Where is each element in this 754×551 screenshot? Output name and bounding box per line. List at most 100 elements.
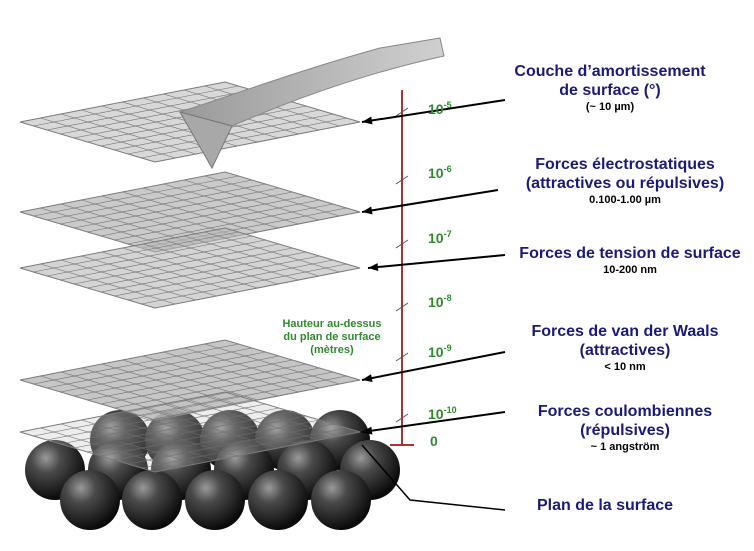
axis-tick-label: 10-5 xyxy=(428,100,452,117)
axis-tick-label: 0 xyxy=(430,432,438,449)
grid-line xyxy=(141,427,347,469)
grid-line xyxy=(127,203,334,245)
axis-tick-label: 10-7 xyxy=(428,229,452,246)
grid-line xyxy=(87,191,293,233)
tick-exponent: -5 xyxy=(443,100,452,110)
tick-exponent: -8 xyxy=(443,293,452,303)
grid-line xyxy=(114,255,320,297)
grid-line xyxy=(183,179,320,221)
grid-line xyxy=(142,187,279,229)
layer-title-line: de surface (°) xyxy=(559,82,661,99)
pointer-arrow xyxy=(367,254,506,272)
axis-tick-label: 10-6 xyxy=(428,164,452,181)
layer-range: < 10 nm xyxy=(604,361,646,373)
axis-tick xyxy=(395,413,409,423)
axis-title-line: (mètres) xyxy=(310,344,354,356)
tick-base: 10 xyxy=(428,344,444,360)
grid-line xyxy=(114,419,320,461)
layer-title-line: (attractives ou répulsives) xyxy=(525,175,725,192)
axis-title-line: du plan de surface xyxy=(283,331,381,343)
grid-line xyxy=(100,415,307,457)
grid-line xyxy=(127,371,334,413)
grid-line xyxy=(204,343,340,385)
arrow-shaft xyxy=(361,99,506,123)
tick-exponent: -10 xyxy=(443,405,457,415)
layer-label-electrostatic: Forces électrostatiques (attractives ou … xyxy=(505,155,745,206)
arrow-shaft xyxy=(361,351,506,381)
grid-line xyxy=(163,183,299,225)
grid-line xyxy=(142,243,279,285)
grid-line xyxy=(183,347,320,389)
atom-sphere xyxy=(185,470,245,530)
surface-connector xyxy=(361,444,506,511)
pointer-arrow xyxy=(361,351,506,383)
arrow-shaft xyxy=(361,411,506,433)
grid-line xyxy=(183,399,320,441)
grid-line xyxy=(163,403,299,445)
layer-label-damping: Couche d’amortissement de surface (°) (~… xyxy=(505,62,715,113)
arrow-head xyxy=(362,374,373,383)
grid-line xyxy=(100,195,307,237)
axis-tick xyxy=(395,302,409,312)
arrow-head xyxy=(362,426,373,435)
axis-tick xyxy=(395,107,409,117)
grid-line xyxy=(141,263,347,305)
height-axis xyxy=(390,90,414,446)
layer-title-line: Couche d’amortissement xyxy=(514,63,706,80)
arrow-head xyxy=(362,116,373,125)
grid-line xyxy=(142,407,279,449)
grid-line xyxy=(127,259,334,301)
tick-base: 10 xyxy=(428,101,444,117)
layer-label-coulomb: Forces coulombiennes (répulsives) ~ 1 an… xyxy=(510,402,740,453)
tick-exponent: -6 xyxy=(443,164,452,174)
pointer-arrows xyxy=(361,99,506,511)
arrow-shaft xyxy=(361,189,499,213)
atom-sphere xyxy=(60,470,120,530)
layer-title-line: Forces électrostatiques xyxy=(535,156,715,173)
surface-plane-label: Plan de la surface xyxy=(536,497,674,514)
layer-title-line: Forces de van der Waals xyxy=(531,323,719,340)
afm-cantilever xyxy=(178,37,445,170)
layer-label-surface-tension: Forces de tension de surface 10-200 nm xyxy=(510,244,750,276)
plane-van-der-waals xyxy=(19,339,361,421)
layer-range: 10-200 nm xyxy=(603,264,657,276)
axis-title-line: Hauteur au-dessus xyxy=(282,318,382,330)
grid-line xyxy=(87,359,293,401)
grid-line xyxy=(163,351,299,393)
layer-title-line: (attractives) xyxy=(579,342,671,359)
tick-exponent: -7 xyxy=(443,229,452,239)
grid-line xyxy=(141,117,347,159)
force-planes xyxy=(19,81,361,473)
grid-line xyxy=(127,113,334,155)
arrow-head xyxy=(362,206,373,215)
axis-tick xyxy=(395,239,409,249)
tick-base: 0 xyxy=(430,433,438,449)
tick-base: 10 xyxy=(428,294,444,310)
plane-coulomb xyxy=(19,391,361,473)
layer-title-line: Forces de tension de surface xyxy=(519,245,741,262)
grid-line xyxy=(183,235,320,277)
atom-sphere xyxy=(248,470,308,530)
grid-line xyxy=(163,239,299,281)
pointer-arrow xyxy=(361,411,506,435)
atom-sphere xyxy=(122,470,182,530)
grid-line xyxy=(114,367,320,409)
tick-exponent: -9 xyxy=(443,343,452,353)
layer-title-line: (répulsives) xyxy=(580,422,670,439)
axis-tick-label: 10-10 xyxy=(428,405,457,422)
arrow-head xyxy=(368,263,379,272)
axis-tick-label: 10-8 xyxy=(428,293,452,310)
axis-title: Hauteur au-dessus du plan de surface (mè… xyxy=(262,318,402,357)
layer-label-van-der-waals: Forces de van der Waals (attractives) < … xyxy=(510,322,740,373)
axis-tick xyxy=(395,352,409,362)
grid-line xyxy=(204,395,340,437)
pointer-arrow xyxy=(361,189,499,215)
grid-line xyxy=(204,175,340,217)
layer-range: ~ 1 angström xyxy=(590,441,660,453)
grid-line xyxy=(100,363,307,405)
grid-line xyxy=(204,231,340,273)
atom-sphere xyxy=(311,470,371,530)
pointer-arrow xyxy=(361,99,506,125)
tick-base: 10 xyxy=(428,165,444,181)
